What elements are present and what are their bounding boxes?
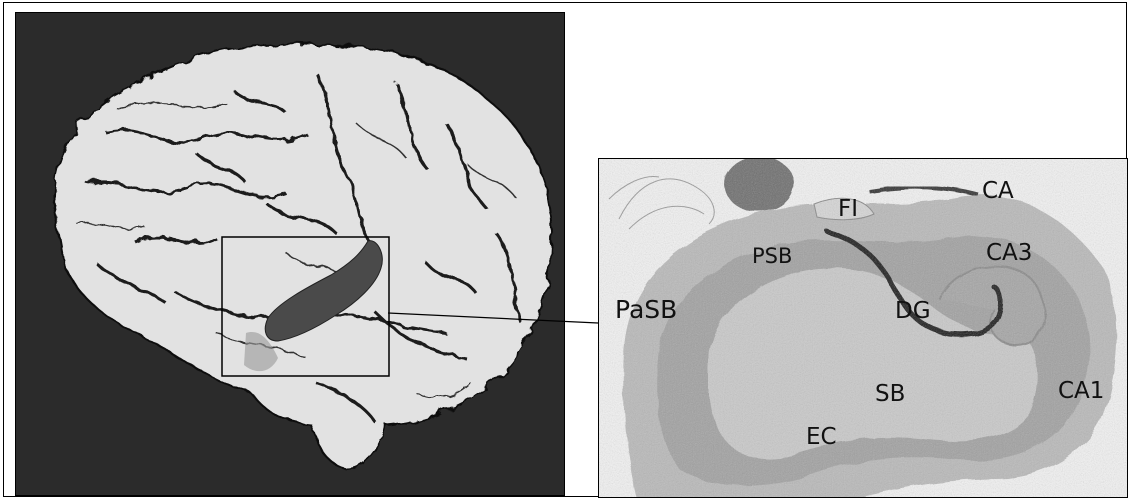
hippocampus-section-panel — [598, 158, 1128, 498]
label-ec: EC — [806, 426, 837, 449]
label-sb: SB — [875, 383, 905, 406]
label-ca1: CA1 — [1058, 380, 1104, 403]
label-psb: PSB — [752, 246, 792, 267]
brain-surface-panel — [15, 12, 565, 496]
brain-surface-image — [16, 13, 565, 496]
label-ca: CA — [982, 180, 1014, 203]
label-pasb: PaSB — [615, 297, 677, 322]
label-fi: FI — [838, 198, 858, 221]
label-ca3: CA3 — [986, 242, 1032, 265]
label-dg: DG — [895, 300, 931, 323]
hippocampus-section-image — [599, 159, 1128, 498]
